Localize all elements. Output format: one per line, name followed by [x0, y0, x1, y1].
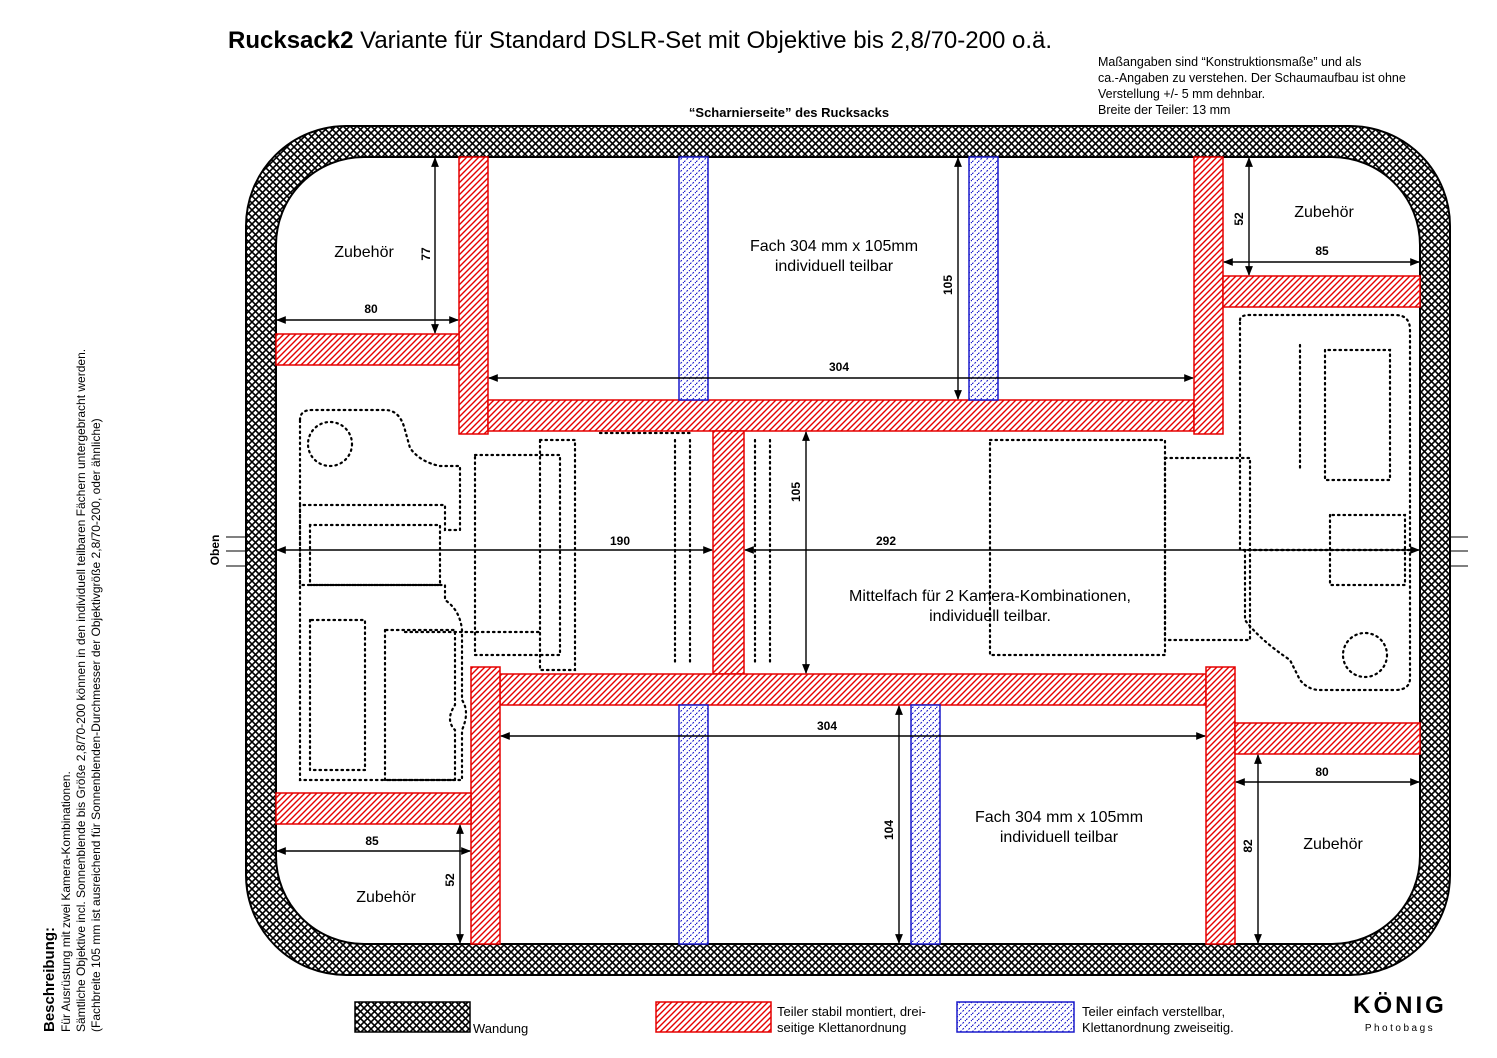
- top-label: Oben: [208, 535, 222, 566]
- legend: Wandung Teiler stabil montiert, drei- se…: [354, 1001, 1234, 1036]
- fixed-dividers: [275, 156, 1421, 945]
- divider-top-movable-left: [678, 156, 709, 401]
- divider-bottom-left-shelf: [275, 792, 472, 825]
- dim-80-bottom: 80: [1315, 765, 1329, 779]
- divider-bottom-right-shelf: [1234, 722, 1421, 755]
- legend-fixed-label-2: seitige Klettanordnung: [777, 1020, 906, 1035]
- note-line-3: Verstellung +/- 5 mm dehnbar.: [1098, 87, 1265, 101]
- divider-top-movable-right: [968, 156, 999, 401]
- label-zubehoer-bottom-right: Zubehör: [1303, 836, 1363, 853]
- description-line-2: Sämtliche Objektive incl. Sonnenblende b…: [74, 349, 88, 1032]
- label-fach-top-line1: Fach 304 mm x 105mm: [750, 238, 918, 255]
- dim-292: 292: [876, 534, 896, 548]
- dimension-lines: [276, 157, 1420, 944]
- dim-105-mid: 105: [789, 482, 803, 502]
- description-block: Beschreibung: Für Ausrüstung mit zwei Ka…: [41, 349, 103, 1032]
- dim-52-top: 52: [1232, 212, 1246, 226]
- divider-bottom-horizontal: [499, 673, 1207, 706]
- brand-logo: KÖNIG Photobags: [1353, 992, 1447, 1034]
- divider-top-right-shelf: [1222, 275, 1421, 308]
- description-line-1: Für Ausrüstung mit zwei Kamera-Kombinati…: [59, 771, 73, 1032]
- divider-top-left-vertical: [458, 156, 489, 435]
- divider-bottom-right-vertical: [1205, 666, 1236, 945]
- dim-77: 77: [419, 247, 433, 261]
- legend-fixed-swatch: [655, 1001, 772, 1033]
- label-fach-bottom-line2: individuell teilbar: [1000, 829, 1119, 846]
- note-line-1: Maßangaben sind “Konstruktionsmaße” und …: [1098, 55, 1361, 69]
- dim-80-top: 80: [364, 302, 378, 316]
- divider-top-left-shelf: [275, 333, 460, 366]
- legend-movable-label-2: Klettanordnung zweiseitig.: [1082, 1020, 1234, 1035]
- description-heading: Beschreibung:: [41, 927, 58, 1032]
- dim-190: 190: [610, 534, 630, 548]
- dim-304-top: 304: [829, 360, 849, 374]
- divider-bottom-movable-left: [678, 704, 709, 945]
- divider-bottom-movable-right: [910, 704, 941, 945]
- label-zubehoer-top-right: Zubehör: [1294, 204, 1354, 221]
- dim-52-bottom: 52: [443, 873, 457, 887]
- dim-105-top: 105: [941, 275, 955, 295]
- brand-name: KÖNIG: [1353, 992, 1447, 1019]
- movable-dividers: [678, 156, 999, 945]
- label-zubehoer-bottom-left: Zubehör: [356, 889, 416, 906]
- divider-center-vertical: [712, 430, 745, 675]
- dim-104: 104: [882, 820, 896, 840]
- dim-85-bottom: 85: [365, 834, 379, 848]
- divider-top-right-vertical: [1193, 156, 1224, 435]
- legend-movable-label-1: Teiler einfach verstellbar,: [1082, 1004, 1225, 1019]
- label-mittelfach-line1: Mittelfach für 2 Kamera-Kombinationen,: [849, 588, 1131, 605]
- label-mittelfach-line2: individuell teilbar.: [929, 608, 1051, 625]
- label-zubehoer-top-left: Zubehör: [334, 244, 394, 261]
- legend-wall-label: Wandung: [473, 1021, 528, 1036]
- hinge-side-label: “Scharnierseite” des Rucksacks: [689, 105, 889, 120]
- legend-wall-swatch: [354, 1001, 471, 1033]
- legend-fixed-label-1: Teiler stabil montiert, drei-: [777, 1004, 926, 1019]
- brand-sub: Photobags: [1365, 1023, 1435, 1034]
- dim-304-bottom: 304: [817, 719, 837, 733]
- note-line-4: Breite der Teiler: 13 mm: [1098, 103, 1230, 117]
- dim-82: 82: [1241, 839, 1255, 853]
- backpack-wall: [245, 125, 1451, 976]
- divider-bottom-left-vertical: [470, 666, 501, 945]
- label-fach-top-line2: individuell teilbar: [775, 258, 894, 275]
- note-line-2: ca.-Angaben zu verstehen. Der Schaumaufb…: [1098, 71, 1406, 85]
- page-title: Rucksack2 Variante für Standard DSLR-Set…: [228, 27, 1052, 54]
- divider-top-horizontal: [487, 399, 1195, 432]
- legend-movable-swatch: [956, 1001, 1075, 1033]
- dim-85-top: 85: [1315, 244, 1329, 258]
- label-fach-bottom-line1: Fach 304 mm x 105mm: [975, 809, 1143, 826]
- description-line-3: (Fachbreite 105 mm ist ausreichend für S…: [89, 418, 103, 1032]
- top-side-marker: Oben: [208, 535, 1468, 567]
